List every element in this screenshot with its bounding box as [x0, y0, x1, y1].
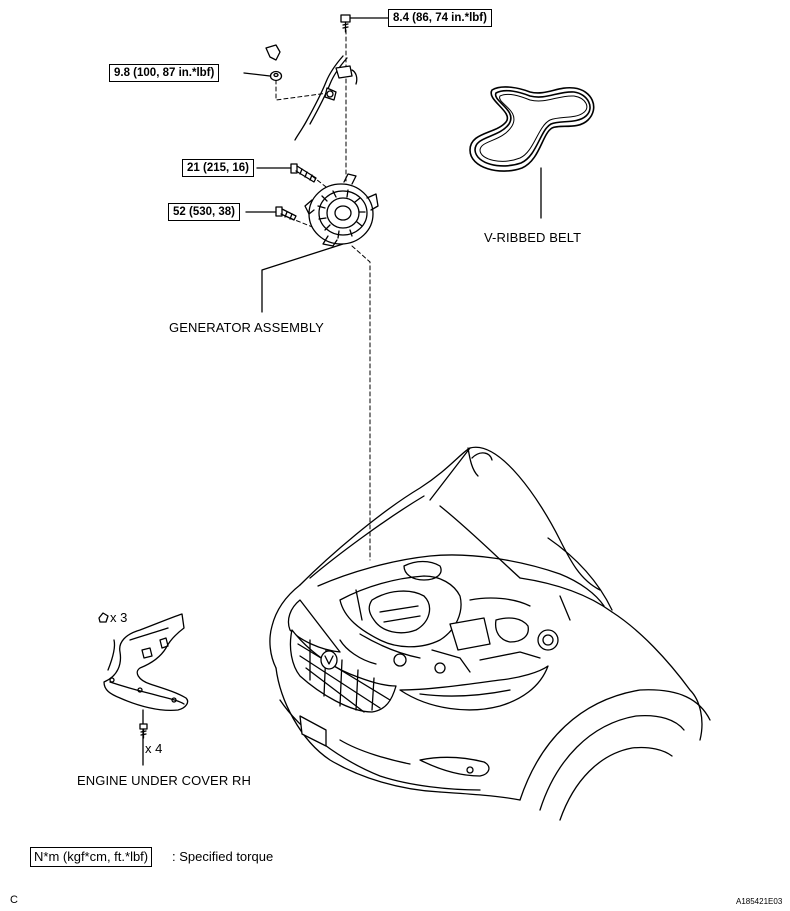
legend-torque-box: N*m (kgf*cm, ft.*lbf): [30, 847, 153, 867]
wire-harness-icon: [294, 55, 358, 141]
leader-generator: [261, 243, 344, 313]
dash-nut: [275, 79, 329, 101]
engine-under-cover-icon: [103, 613, 189, 712]
leader-nut: [243, 72, 271, 77]
v-ribbed-belt-icon: [469, 86, 595, 172]
generator-icon: [304, 173, 379, 247]
dash-generator-to-engine: [351, 245, 371, 561]
dash-upper-bolt: [311, 175, 331, 191]
torque-label-top-bolt: 8.4 (86, 74 in.*lbf): [388, 9, 492, 27]
clip-icon: [98, 612, 109, 623]
torque-label-nut: 9.8 (100, 87 in.*lbf): [109, 64, 220, 82]
quantity-screws: x 4: [145, 741, 163, 756]
quantity-clips: x 3: [110, 610, 128, 625]
terminal-cap-icon: [265, 44, 281, 61]
part-label-generator: GENERATOR ASSEMBLY: [169, 320, 324, 335]
part-label-belt: V-RIBBED BELT: [484, 230, 582, 245]
torque-label-lower-bolt: 52 (530, 38): [168, 203, 241, 221]
top-bolt-icon: [340, 14, 351, 33]
corner-letter: C: [10, 894, 18, 906]
torque-label-upper-bolt: 21 (215, 16): [182, 159, 255, 177]
upper-bolt-icon: [290, 163, 317, 183]
legend-torque-text: : Specified torque: [172, 849, 274, 864]
part-label-undercover: ENGINE UNDER COVER RH: [77, 773, 252, 788]
vehicle-illustration: [269, 446, 711, 821]
nut-icon: [269, 70, 283, 82]
screw-icon: [139, 723, 148, 739]
figure-id: A185421E03: [736, 897, 783, 906]
lower-bolt-icon: [275, 206, 297, 221]
